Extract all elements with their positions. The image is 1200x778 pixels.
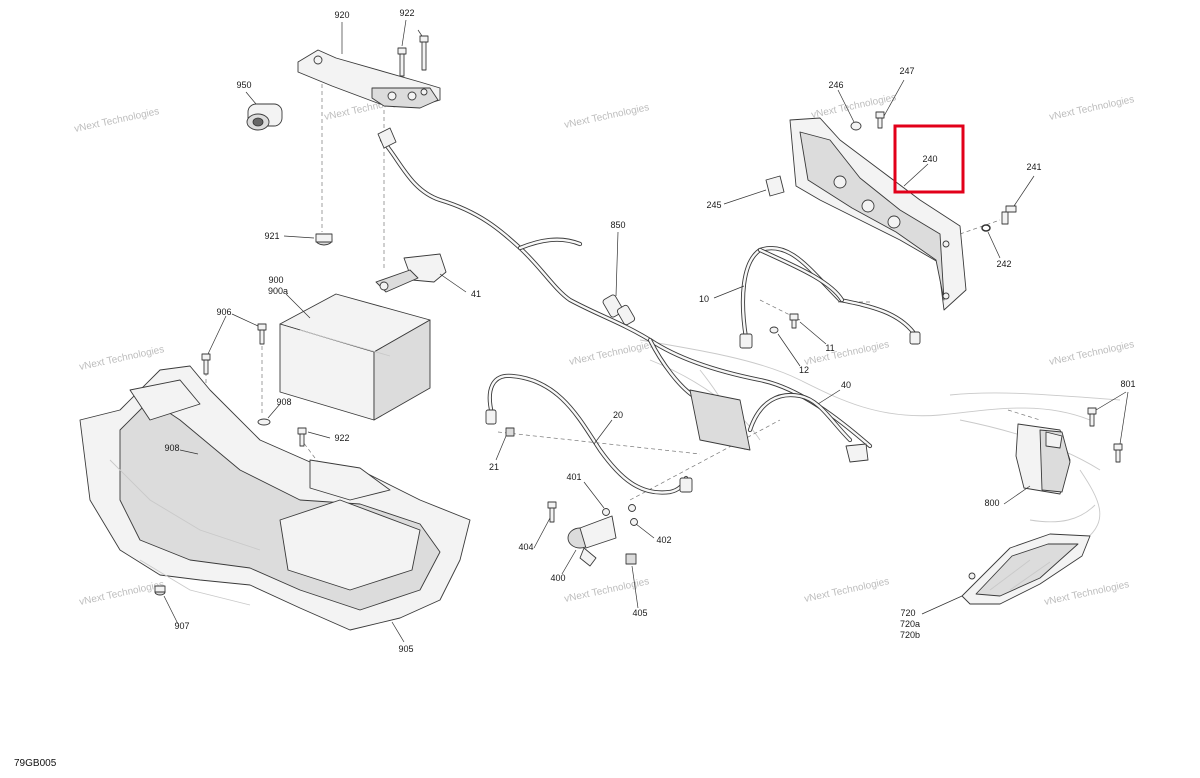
label-246[interactable]: 246 bbox=[828, 80, 843, 90]
harness-40[interactable] bbox=[747, 393, 853, 443]
terminal-cover-41[interactable] bbox=[375, 253, 447, 293]
watermark: vNext Technologies bbox=[1048, 94, 1135, 123]
bolt-11[interactable] bbox=[789, 313, 799, 329]
label-402[interactable]: 402 bbox=[656, 535, 671, 545]
bolt-922-top-a[interactable] bbox=[397, 47, 407, 77]
bolt-906-a[interactable] bbox=[257, 323, 267, 345]
label-240[interactable]: 240 bbox=[922, 154, 937, 164]
bracket-920[interactable] bbox=[297, 49, 441, 109]
callout-labels: 920 922 950 921 900 900a 41 906 908 908 … bbox=[164, 8, 1135, 654]
oring-242[interactable] bbox=[981, 224, 991, 232]
label-12[interactable]: 12 bbox=[799, 365, 809, 375]
label-242[interactable]: 242 bbox=[996, 259, 1011, 269]
bolt-922-lower[interactable] bbox=[297, 427, 307, 447]
relay-400[interactable] bbox=[567, 515, 617, 567]
label-401[interactable]: 401 bbox=[566, 472, 581, 482]
label-908-left[interactable]: 908 bbox=[164, 443, 179, 453]
nut-921[interactable] bbox=[315, 233, 333, 246]
label-900a[interactable]: 900a bbox=[268, 286, 288, 296]
label-10[interactable]: 10 bbox=[699, 294, 709, 304]
highlight-box-240 bbox=[893, 124, 965, 194]
label-247[interactable]: 247 bbox=[899, 66, 914, 76]
label-720b[interactable]: 720b bbox=[900, 630, 920, 640]
label-920[interactable]: 920 bbox=[334, 10, 349, 20]
label-405[interactable]: 405 bbox=[632, 608, 647, 618]
label-404[interactable]: 404 bbox=[518, 542, 533, 552]
label-900[interactable]: 900 bbox=[268, 275, 283, 285]
washer-12[interactable] bbox=[769, 326, 779, 334]
label-720[interactable]: 720 bbox=[900, 608, 915, 618]
clip-245[interactable] bbox=[765, 175, 785, 197]
label-801[interactable]: 801 bbox=[1120, 379, 1135, 389]
bracket-240[interactable] bbox=[789, 117, 967, 311]
label-245[interactable]: 245 bbox=[706, 200, 721, 210]
cap-907[interactable] bbox=[154, 585, 166, 596]
label-41[interactable]: 41 bbox=[471, 289, 481, 299]
label-906[interactable]: 906 bbox=[216, 307, 231, 317]
module-800[interactable] bbox=[1015, 423, 1071, 495]
watermark: vNext Technologies bbox=[1048, 339, 1135, 368]
label-922-lower[interactable]: 922 bbox=[334, 433, 349, 443]
watermark: vNext Technologies bbox=[78, 344, 165, 373]
label-850[interactable]: 850 bbox=[610, 220, 625, 230]
nut-401[interactable] bbox=[602, 508, 610, 516]
label-241[interactable]: 241 bbox=[1026, 162, 1041, 172]
label-907[interactable]: 907 bbox=[174, 621, 189, 631]
diagram-code: 79GB005 bbox=[14, 758, 57, 769]
cable-20[interactable] bbox=[485, 373, 693, 495]
leader-lines bbox=[163, 19, 1129, 643]
washer-246[interactable] bbox=[850, 121, 862, 131]
label-921[interactable]: 921 bbox=[264, 231, 279, 241]
watermark: vNext Technologies bbox=[563, 102, 650, 131]
label-908-right[interactable]: 908 bbox=[276, 397, 291, 407]
label-922-top[interactable]: 922 bbox=[399, 8, 414, 18]
bolt-247[interactable] bbox=[875, 111, 885, 129]
nut-402-a[interactable] bbox=[628, 504, 636, 512]
label-11[interactable]: 11 bbox=[825, 343, 834, 353]
bolt-241[interactable] bbox=[1001, 205, 1017, 225]
bolt-404[interactable] bbox=[547, 501, 557, 523]
watermark: vNext Technologies bbox=[803, 339, 890, 368]
terminal-21[interactable] bbox=[505, 427, 515, 437]
nut-402-b[interactable] bbox=[630, 518, 638, 526]
label-40[interactable]: 40 bbox=[841, 380, 851, 390]
battery-900[interactable] bbox=[279, 293, 431, 421]
label-720a[interactable]: 720a bbox=[900, 619, 920, 629]
label-20[interactable]: 20 bbox=[613, 410, 623, 420]
label-800[interactable]: 800 bbox=[984, 498, 999, 508]
main-harness-850[interactable] bbox=[377, 127, 873, 463]
bolt-801-b[interactable] bbox=[1113, 443, 1123, 463]
battery-tray-905[interactable] bbox=[79, 365, 471, 631]
bolt-922-top-b[interactable] bbox=[419, 35, 429, 71]
bulb-720a[interactable] bbox=[968, 572, 976, 580]
nut-405[interactable] bbox=[625, 553, 637, 565]
watermark: vNext Technologies bbox=[73, 106, 160, 135]
label-905[interactable]: 905 bbox=[398, 644, 413, 654]
headlight-720[interactable] bbox=[961, 533, 1091, 605]
bolt-801-a[interactable] bbox=[1087, 407, 1097, 427]
watermark: vNext Technologies bbox=[1043, 579, 1130, 608]
cable-10[interactable] bbox=[739, 246, 921, 349]
washer-908-a[interactable] bbox=[257, 418, 271, 426]
label-950[interactable]: 950 bbox=[236, 80, 251, 90]
switch-950[interactable] bbox=[246, 103, 283, 131]
bolt-906-b[interactable] bbox=[201, 353, 211, 375]
watermark: vNext Technologies bbox=[803, 576, 890, 605]
label-400[interactable]: 400 bbox=[550, 573, 565, 583]
watermark: vNext Technologies bbox=[568, 339, 655, 368]
watermark: vNext Technologies bbox=[78, 579, 165, 608]
label-21[interactable]: 21 bbox=[489, 462, 499, 472]
